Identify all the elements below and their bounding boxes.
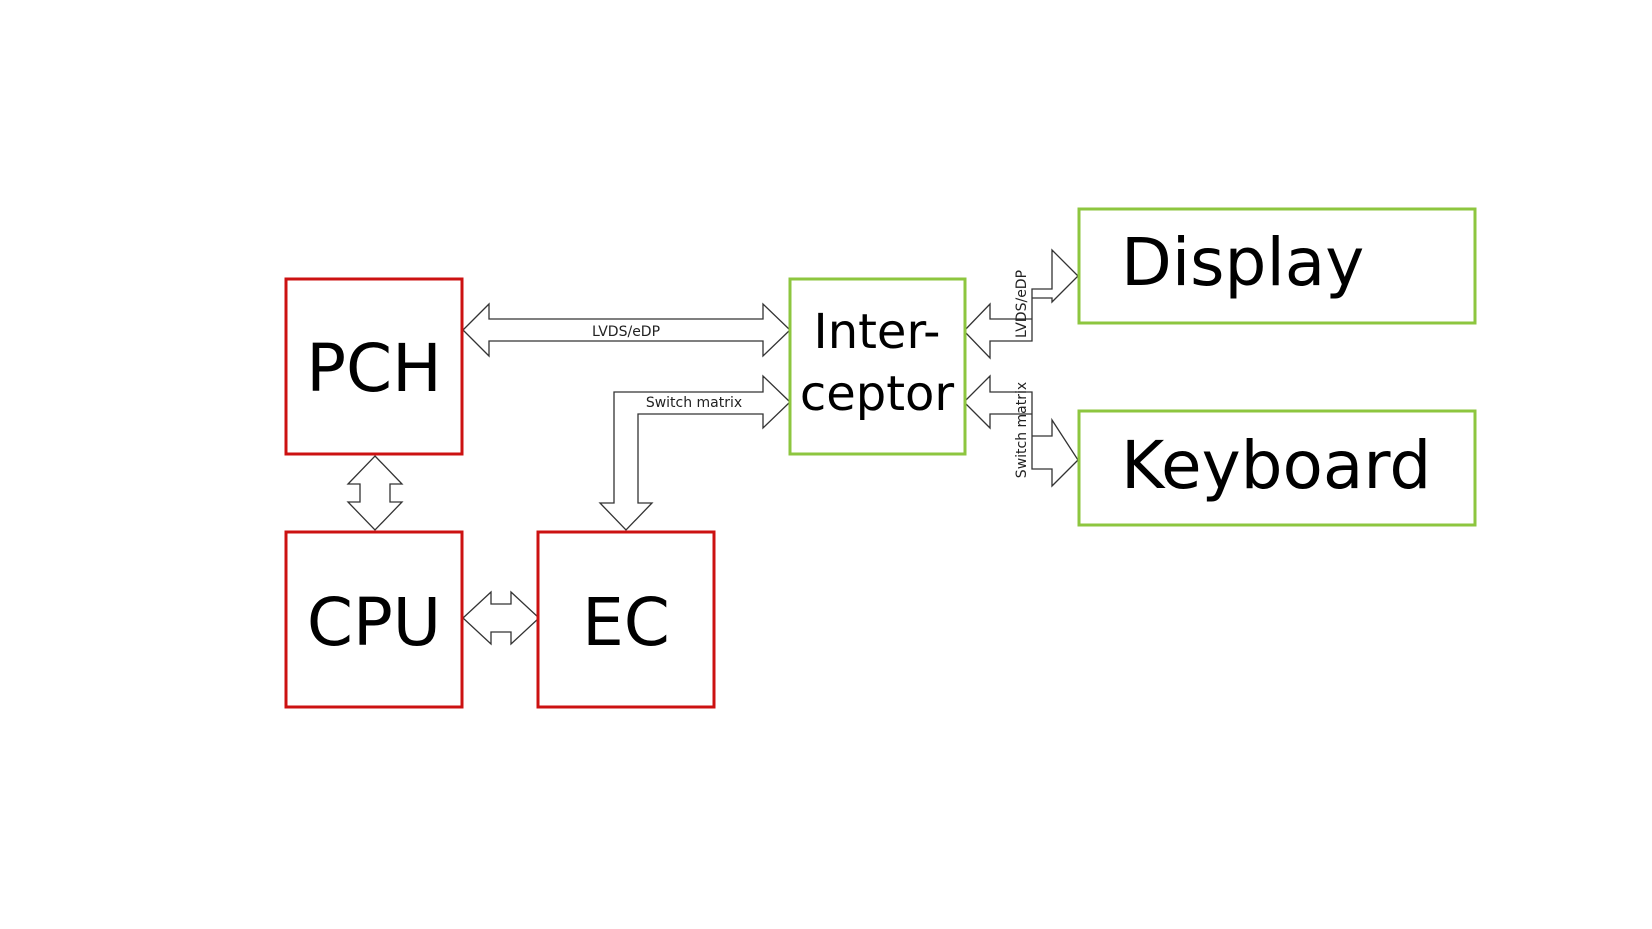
keyboard-block: Keyboard (1077, 409, 1477, 527)
pch-cpu-arrow (346, 455, 404, 531)
pch-box (284, 277, 464, 456)
keyboard-label: Keyboard (1121, 427, 1431, 504)
pch-label: PCH (306, 330, 442, 407)
pch-interceptor-link-label: LVDS/eDP (592, 324, 660, 340)
cpu-box (284, 530, 464, 709)
cpu-ec-arrow (462, 590, 540, 646)
ec-interceptor-link-label: Switch matrix (646, 395, 742, 411)
cpu-label: CPU (307, 584, 441, 661)
interceptor-block: Inter- ceptor (788, 277, 967, 456)
keyboard-box (1077, 409, 1477, 527)
interceptor-label-line1: Inter- (814, 304, 941, 360)
interceptor-box (788, 277, 967, 456)
display-label: Display (1121, 224, 1364, 301)
cpu-block: CPU (284, 530, 464, 709)
pch-block: PCH (284, 277, 464, 456)
ec-label: EC (582, 584, 670, 661)
ec-box (536, 530, 716, 709)
ec-block: EC (536, 530, 716, 709)
interceptor-keyboard-link-label: Switch matrix (1014, 382, 1030, 478)
interceptor-display-link-label: LVDS/eDP (1014, 270, 1030, 338)
display-block: Display (1077, 207, 1477, 325)
display-box (1077, 207, 1477, 325)
ec-interceptor-arrow (598, 374, 791, 531)
interceptor-label-line2: ceptor (800, 366, 955, 422)
